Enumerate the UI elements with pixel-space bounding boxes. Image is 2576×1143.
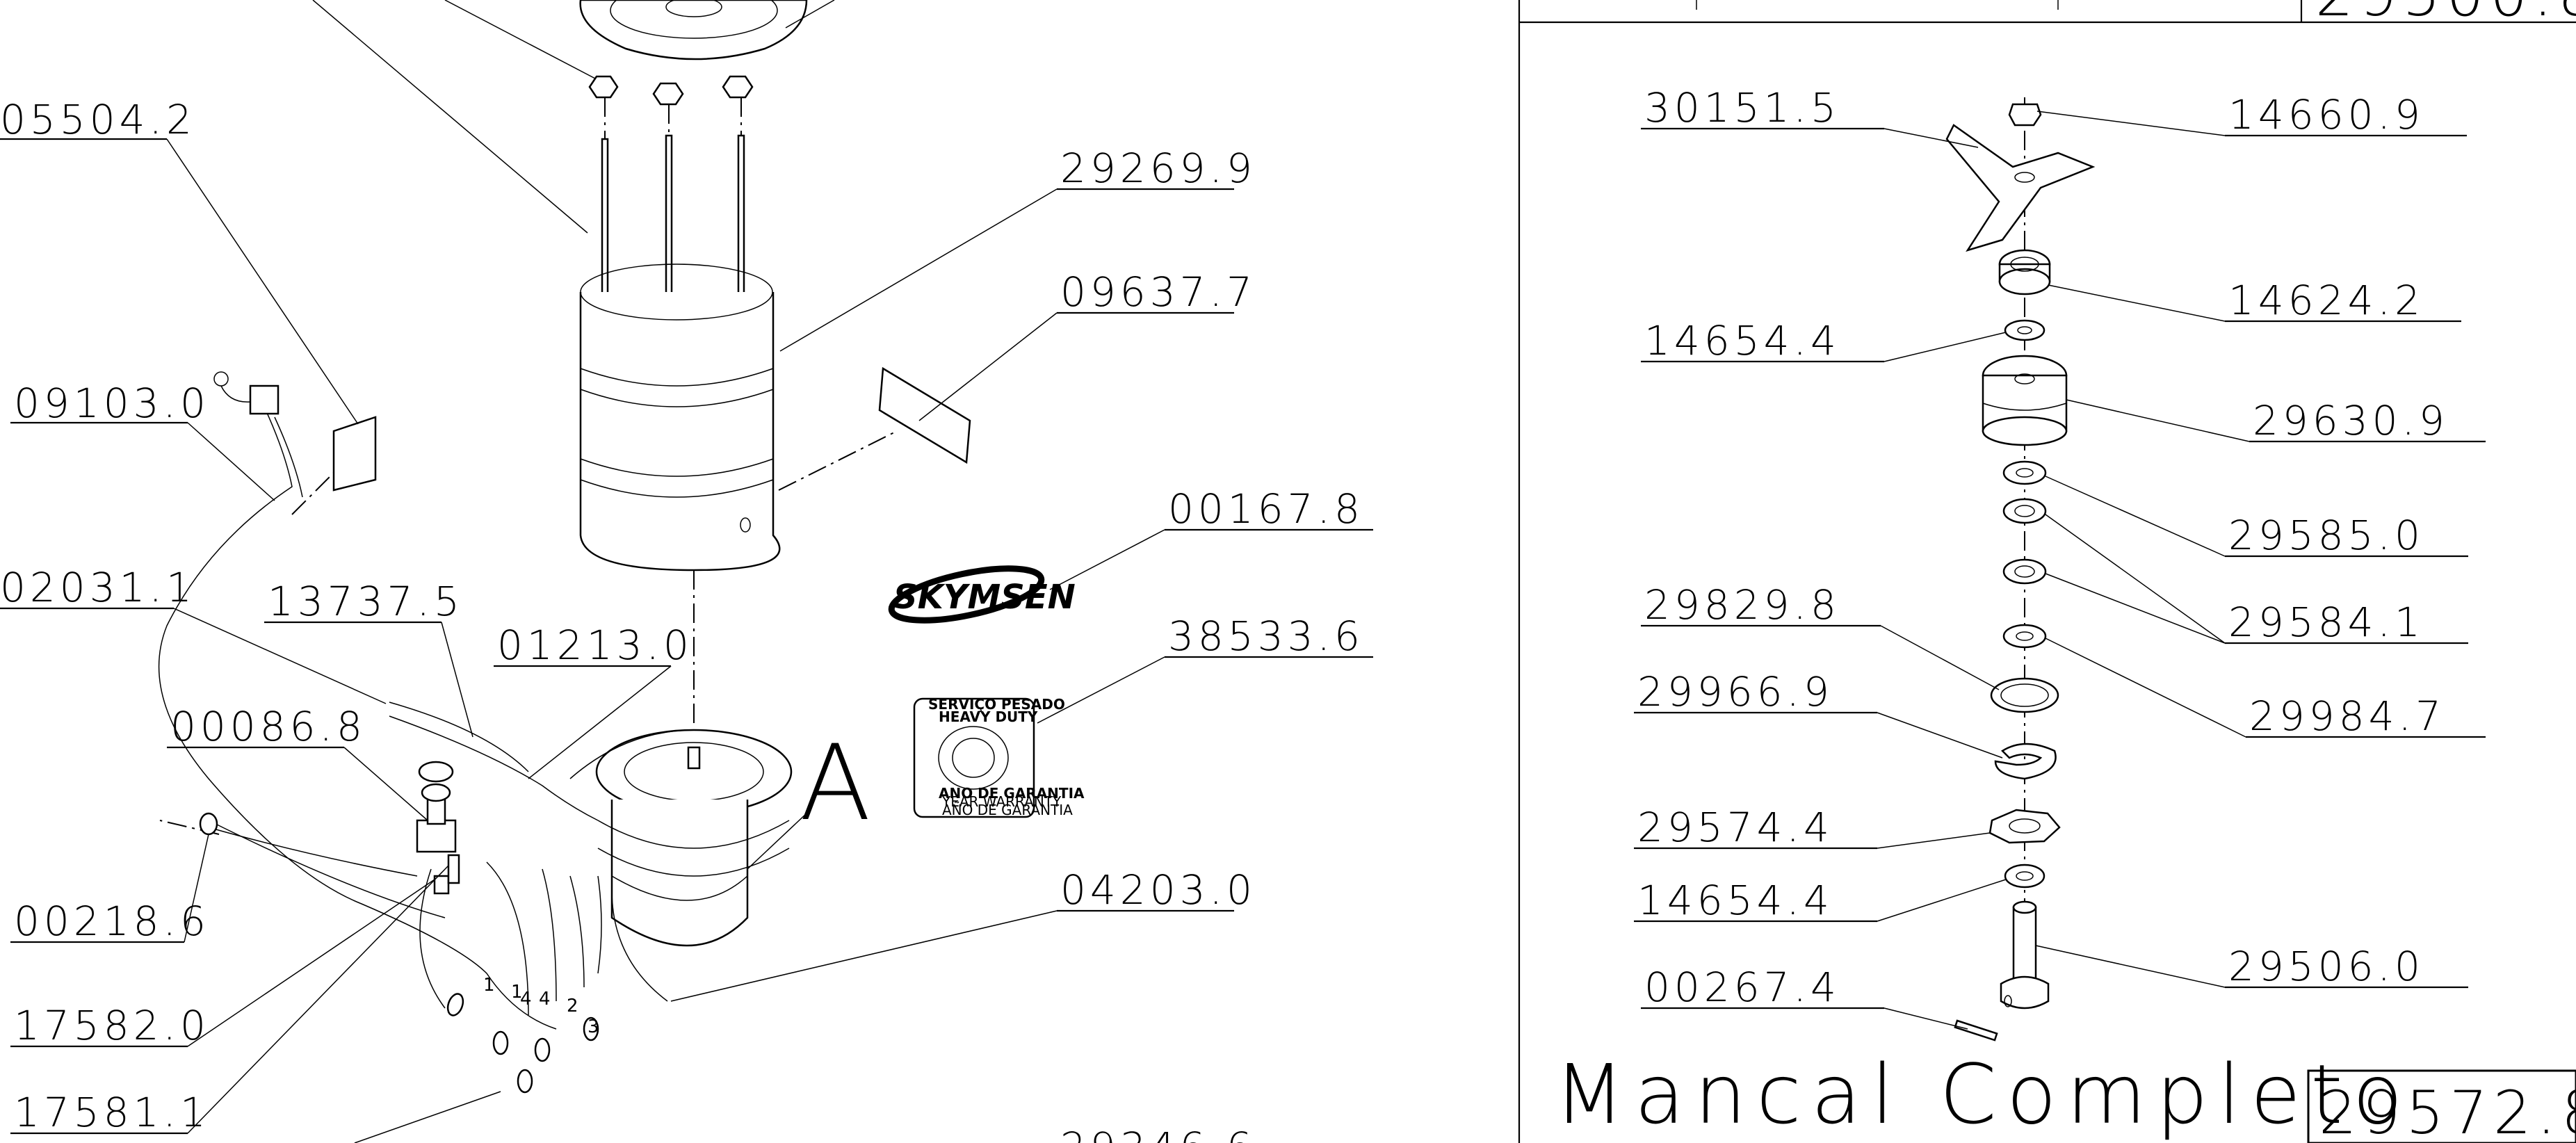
warranty-text-1: SERVIÇO PESADO bbox=[928, 696, 1065, 713]
callout-00167-8: 00167.8 bbox=[1168, 485, 1364, 533]
callout-13737-5: 13737.5 bbox=[268, 578, 464, 625]
wire-number-2: 1 bbox=[511, 982, 523, 1003]
motor-unit: A bbox=[595, 723, 871, 947]
motor-base-assembly: SKYMSEN SERVIÇO PESADO HEAVY DUTY ANO DE… bbox=[0, 0, 1373, 1143]
callout-00267-4: 00267.4 bbox=[1644, 964, 1840, 1011]
callout-30151-5: 30151.5 bbox=[1644, 84, 1840, 131]
skymsen-logo: SKYMSEN bbox=[888, 565, 1076, 624]
warranty-text-3: ANO DE GARANTIA bbox=[939, 785, 1085, 802]
warranty-text-5: AÑO DE GARANTIA bbox=[942, 802, 1073, 818]
callout-09103-0: 09103.0 bbox=[14, 380, 210, 427]
callout-29829-8: 29829.8 bbox=[1644, 581, 1840, 629]
warranty-label: SERVIÇO PESADO HEAVY DUTY ANO DE GARANTI… bbox=[913, 696, 1085, 818]
callout-29984-7: 29984.7 bbox=[2249, 692, 2445, 740]
warranty-text-2: HEAVY DUTY bbox=[939, 708, 1038, 725]
wire-number-4: 4 bbox=[539, 989, 551, 1010]
callout-29584-1: 29584.1 bbox=[2228, 599, 2424, 646]
callout-14624-2: 14624.2 bbox=[2228, 277, 2424, 324]
callout-29269-9: 29269.9 bbox=[1060, 145, 1256, 192]
wire-number-5: 2 bbox=[567, 996, 578, 1016]
callout-29506-0: 29506.0 bbox=[2228, 943, 2424, 990]
right-callouts: 30151.5 14660.9 14624.2 14654.4 29630.9 … bbox=[1634, 84, 2486, 1030]
callout-38533-6: 38533.6 bbox=[1168, 613, 1364, 660]
callout-00218-6: 00218.6 bbox=[14, 898, 210, 945]
callout-17581-1: 17581.1 bbox=[14, 1089, 210, 1136]
callout-14654-4b: 14654.4 bbox=[1637, 877, 1833, 924]
callout-29966-9: 29966.9 bbox=[1637, 668, 1833, 715]
callout-17582-0: 17582.0 bbox=[14, 1002, 210, 1049]
callout-01213-0: 01213.0 bbox=[497, 622, 693, 669]
blade bbox=[1945, 124, 2096, 252]
cylinder-shell bbox=[579, 264, 781, 723]
bearing-assembly-panel: 29500.8 bbox=[1518, 0, 2576, 1143]
callout-09637-7: 09637.7 bbox=[1060, 268, 1256, 316]
assembly-title: Mancal Completo bbox=[1554, 1046, 2413, 1142]
callout-04203-0: 04203.0 bbox=[1060, 866, 1256, 914]
skymsen-logo-text: SKYMSEN bbox=[893, 578, 1076, 617]
detail-marker-a: A bbox=[800, 723, 871, 844]
callout-14660-9: 14660.9 bbox=[2228, 91, 2424, 138]
top-box-code: 29500.8 bbox=[2315, 0, 2576, 30]
callout-29346-6: 29346.6 bbox=[1060, 1124, 1256, 1143]
callout-02031-1: 02031.1 bbox=[0, 564, 196, 611]
callout-29585-0: 29585.0 bbox=[2228, 512, 2424, 559]
callout-29630-9: 29630.9 bbox=[2253, 397, 2449, 444]
callout-00086-8: 00086.8 bbox=[170, 703, 366, 750]
wire-number-6: 3 bbox=[588, 1016, 599, 1037]
callout-05504-2: 05504.2 bbox=[0, 96, 196, 143]
assembly-code: 29572.8 bbox=[2319, 1078, 2576, 1143]
label-plate bbox=[778, 366, 971, 491]
top-housing bbox=[579, 0, 835, 60]
left-callouts: 05504.2 29269.9 09637.7 09103.0 00167.8 … bbox=[0, 96, 1373, 1143]
warranty-text-4: YEAR WARRANTY bbox=[941, 793, 1062, 810]
callout-14654-4a: 14654.4 bbox=[1644, 317, 1840, 364]
callout-29574-4: 29574.4 bbox=[1637, 804, 1833, 851]
wire-number-1: 1 bbox=[483, 975, 495, 996]
wire-number-3: 4 bbox=[520, 989, 532, 1010]
